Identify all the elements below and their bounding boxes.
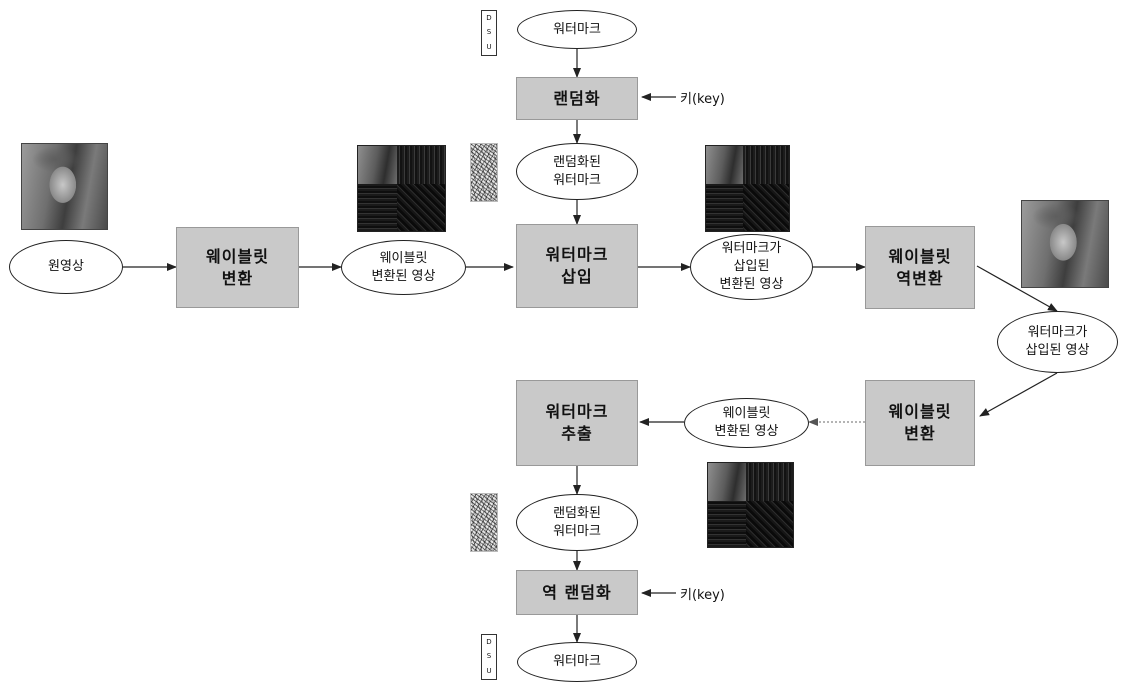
wavelet-transform-box: 웨이블릿 변환 bbox=[176, 227, 299, 308]
key-label-bottom: 키(key) bbox=[680, 587, 725, 603]
randomized-watermark-node-bottom: 랜덤화된 워터마크 bbox=[516, 494, 638, 551]
randomized-watermark-thumbnail-bottom bbox=[470, 493, 498, 552]
embedded-transformed-image-node: 워터마크가 삽입된 변환된 영상 bbox=[690, 234, 813, 300]
inverse-randomize-box: 역 랜덤화 bbox=[516, 570, 638, 615]
randomize-box: 랜덤화 bbox=[516, 77, 638, 120]
embedded-dwt-thumbnail bbox=[705, 145, 790, 232]
logo-letter: U bbox=[486, 43, 492, 52]
logo-letter: S bbox=[486, 28, 492, 37]
arrow-idwt-to-watermarked bbox=[976, 265, 1058, 312]
logo-letter: D bbox=[486, 637, 492, 646]
randomized-watermark-thumbnail-top bbox=[470, 143, 498, 202]
watermark-embed-box: 워터마크 삽입 bbox=[516, 224, 638, 308]
logo-letter: D bbox=[486, 13, 492, 22]
wavelet-transformed-image-node-2: 웨이블릿 변환된 영상 bbox=[684, 398, 809, 448]
dwt-image-thumbnail bbox=[357, 145, 446, 232]
watermark-input-node: 워터마크 bbox=[517, 10, 637, 49]
original-image-node: 원영상 bbox=[9, 240, 123, 294]
logo-letter: U bbox=[486, 667, 492, 676]
watermark-logo-bottom: D S U bbox=[481, 634, 497, 680]
dwt-image-again-thumbnail bbox=[707, 462, 794, 548]
watermark-extract-box: 워터마크 추출 bbox=[516, 380, 638, 466]
wavelet-transform-box-2: 웨이블릿 변환 bbox=[865, 380, 975, 466]
watermark-logo-top: D S U bbox=[481, 10, 497, 56]
arrow-watermarked-to-dwt-again bbox=[979, 372, 1058, 417]
watermarked-image-node: 워터마크가 삽입된 영상 bbox=[997, 311, 1118, 373]
original-image-thumbnail bbox=[21, 143, 108, 230]
logo-letter: S bbox=[486, 652, 492, 661]
watermarked-image-thumbnail bbox=[1021, 200, 1109, 288]
wavelet-transformed-image-node: 웨이블릿 변환된 영상 bbox=[341, 240, 466, 295]
watermark-output-node: 워터마크 bbox=[517, 642, 637, 682]
key-label-top: 키(key) bbox=[680, 91, 725, 107]
randomized-watermark-node-top: 랜덤화된 워터마크 bbox=[516, 143, 638, 200]
inverse-wavelet-transform-box: 웨이블릿 역변환 bbox=[865, 226, 975, 309]
